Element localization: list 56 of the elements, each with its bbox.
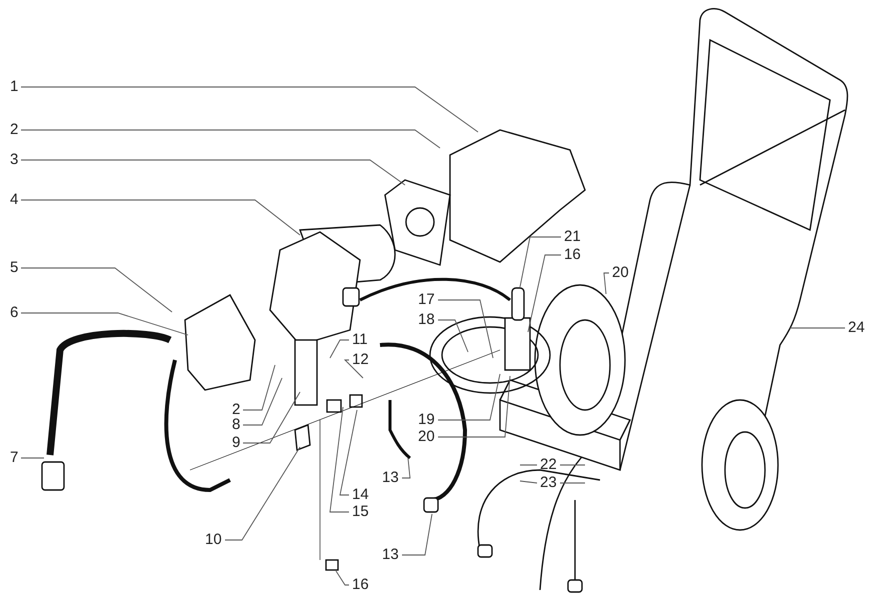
leader-line: [224, 446, 300, 540]
leader-line: [242, 392, 300, 444]
callout-number: 16: [564, 247, 581, 263]
callout-number: 18: [418, 312, 435, 328]
leader-line: [438, 320, 468, 352]
leader-line: [20, 86, 478, 132]
leader-line: [438, 300, 494, 358]
callout-number: 5: [10, 260, 18, 276]
callout-number: 17: [418, 292, 435, 308]
callout-number: 2: [232, 402, 240, 418]
leader-line: [336, 570, 350, 586]
leader-line: [438, 374, 500, 420]
callout-number: 3: [10, 152, 18, 168]
leader-line: [242, 364, 276, 410]
leader-line: [438, 376, 510, 438]
callout-number: 13: [382, 470, 399, 486]
callout-number: 7: [10, 450, 18, 466]
callout-number: 11: [352, 332, 368, 348]
callout-number: 22: [540, 457, 557, 473]
leader-line: [339, 410, 358, 496]
leader-line: [242, 378, 282, 426]
leader-line: [520, 236, 562, 288]
callout-number: 24: [848, 320, 865, 336]
callout-number: 4: [10, 192, 18, 208]
leader-line: [20, 200, 300, 236]
callout-number: 12: [352, 352, 369, 368]
callout-number: 9: [232, 435, 240, 451]
callout-number: 20: [418, 429, 435, 445]
leader-line: [20, 160, 406, 186]
leader-line: [520, 480, 538, 484]
leader-line: [330, 406, 350, 512]
callout-number: 21: [564, 229, 581, 245]
callout-number: 6: [10, 305, 18, 321]
leader-line: [330, 340, 350, 358]
callout-number: 23: [540, 475, 557, 491]
leader-line: [604, 272, 610, 294]
callout-number: 2: [10, 122, 18, 138]
leader-line: [20, 130, 440, 148]
leader-line: [528, 254, 562, 332]
callout-number: 14: [352, 487, 369, 503]
leader-line: [344, 360, 364, 378]
callout-number: 15: [352, 504, 369, 520]
leader-line: [520, 464, 538, 466]
callout-number: 19: [418, 412, 435, 428]
callout-number: 1: [10, 79, 18, 95]
callout-number: 8: [232, 417, 240, 433]
leader-line: [402, 514, 432, 556]
callout-number: 13: [382, 547, 399, 563]
leader-line: [402, 458, 410, 478]
callout-number: 10: [205, 532, 222, 548]
leader-line: [560, 482, 586, 484]
leader-line: [20, 312, 188, 336]
leader-line: [20, 268, 172, 312]
leader-line: [560, 464, 586, 466]
callout-number: 20: [612, 265, 629, 281]
callout-number: 16: [352, 577, 369, 593]
